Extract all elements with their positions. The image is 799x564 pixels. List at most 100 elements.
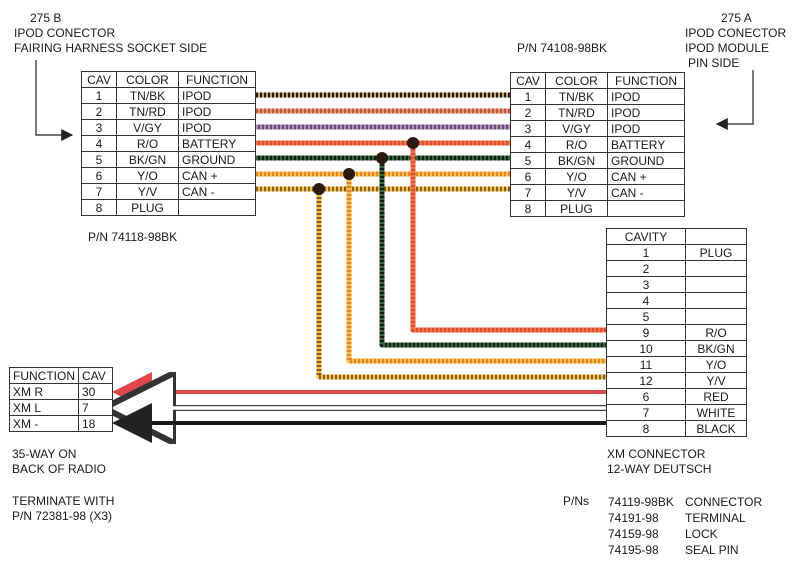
wire-color: TN/RD — [545, 104, 608, 121]
col-color: COLOR — [116, 71, 179, 88]
wire-color: V/GY — [545, 120, 608, 137]
col-cavity: CAVITY — [606, 228, 686, 245]
cav-number: 5 — [510, 152, 546, 169]
right-connector-code: 275 A — [721, 11, 752, 25]
radio-cav: 7 — [78, 399, 113, 416]
radio-cav: 30 — [78, 383, 113, 400]
pns-label: P/Ns — [563, 494, 590, 508]
cavity-color: BLACK — [685, 420, 747, 437]
cavity-color: PLUG — [685, 244, 747, 261]
radio-cav: 18 — [78, 415, 113, 432]
splice-y-v — [316, 189, 606, 380]
col-function: FUNCTION — [178, 71, 256, 88]
splice-dot-y-v — [313, 183, 325, 195]
right-part-number: P/N 74108-98BK — [517, 41, 608, 55]
cav-number: 1 — [81, 87, 117, 104]
cavity-color: RED — [685, 388, 747, 405]
col-cav: CAV — [81, 71, 117, 88]
wire-color: Y/V — [545, 184, 608, 201]
wire-color: Y/V — [116, 183, 179, 200]
left-connector-title: IPOD CONECTOR — [14, 26, 116, 40]
right-header-arrow — [715, 70, 754, 130]
radio-function: XM R — [9, 383, 79, 400]
cavity-color: R/O — [685, 324, 747, 341]
wire-color: Y/O — [116, 167, 179, 184]
part-number: 74159-98 — [608, 527, 659, 541]
cavity-number: 1 — [606, 244, 686, 261]
wire-color: Y/O — [545, 168, 608, 185]
radio-caption-line1: 35-WAY ON — [12, 447, 77, 461]
radio-function: XM - — [9, 415, 79, 432]
wire-function: IPOD — [178, 103, 256, 120]
wire-function: IPOD — [178, 119, 256, 136]
splice-dot-y-o — [343, 168, 355, 180]
cav-number: 2 — [510, 104, 546, 121]
cav-number: 6 — [510, 168, 546, 185]
cav-number: 8 — [510, 200, 546, 217]
part-description: CONNECTOR — [685, 495, 763, 509]
cav-number: 8 — [81, 199, 117, 216]
wire-color: BK/GN — [116, 151, 179, 168]
cavity-color — [685, 308, 747, 325]
wire-color: TN/BK — [116, 87, 179, 104]
part-description: TERMINAL — [685, 511, 746, 525]
left-connector-subtitle: FAIRING HARNESS SOCKET SIDE — [14, 41, 208, 55]
cavity-number: 9 — [606, 324, 686, 341]
cav-number: 6 — [81, 167, 117, 184]
cav-number: 1 — [510, 88, 546, 105]
right-connector-title: IPOD CONECTOR — [685, 26, 787, 40]
left-connector-code: 275 B — [30, 11, 62, 25]
cav-number: 2 — [81, 103, 117, 120]
cavity-color — [685, 260, 747, 277]
cav-number: 4 — [81, 135, 117, 152]
cavity-number: 8 — [606, 420, 686, 437]
cavity-number: 2 — [606, 260, 686, 277]
wire-function: IPOD — [607, 120, 685, 137]
xm-row: 4 — [606, 292, 747, 309]
cav-number: 7 — [510, 184, 546, 201]
splice-dot-bk-gn — [376, 152, 388, 164]
cav-number: 3 — [510, 120, 546, 137]
splice-y-o — [346, 174, 606, 364]
cav-number: 7 — [81, 183, 117, 200]
wire-function: BATTERY — [178, 135, 256, 152]
cavity-number: 11 — [606, 356, 686, 373]
col-color: COLOR — [545, 72, 608, 89]
wire-function: IPOD — [178, 87, 256, 104]
cavity-number: 6 — [606, 388, 686, 405]
part-description: SEAL PIN — [685, 543, 739, 557]
xm-caption-line2: 12-WAY DEUTSCH — [607, 462, 712, 476]
splice-dot-r-o — [407, 137, 419, 149]
radio-function: XM L — [9, 399, 79, 416]
wire-function: CAN - — [178, 183, 256, 200]
left-header-arrow — [35, 60, 74, 141]
cav-number: 3 — [81, 119, 117, 136]
wire-function — [178, 199, 256, 216]
wire-function: BATTERY — [607, 136, 685, 153]
cavity-number: 3 — [606, 276, 686, 293]
xm-row: 2 — [606, 260, 747, 277]
wire-color: TN/RD — [116, 103, 179, 120]
wire-function: GROUND — [178, 151, 256, 168]
radio-row: XM -18 — [9, 415, 113, 432]
cav-number: 4 — [510, 136, 546, 153]
wire-color: BK/GN — [545, 152, 608, 169]
xm-row: 3 — [606, 276, 747, 293]
part-number: 74119-98BK — [608, 495, 674, 509]
xm-caption-line1: XM CONNECTOR — [607, 447, 706, 461]
